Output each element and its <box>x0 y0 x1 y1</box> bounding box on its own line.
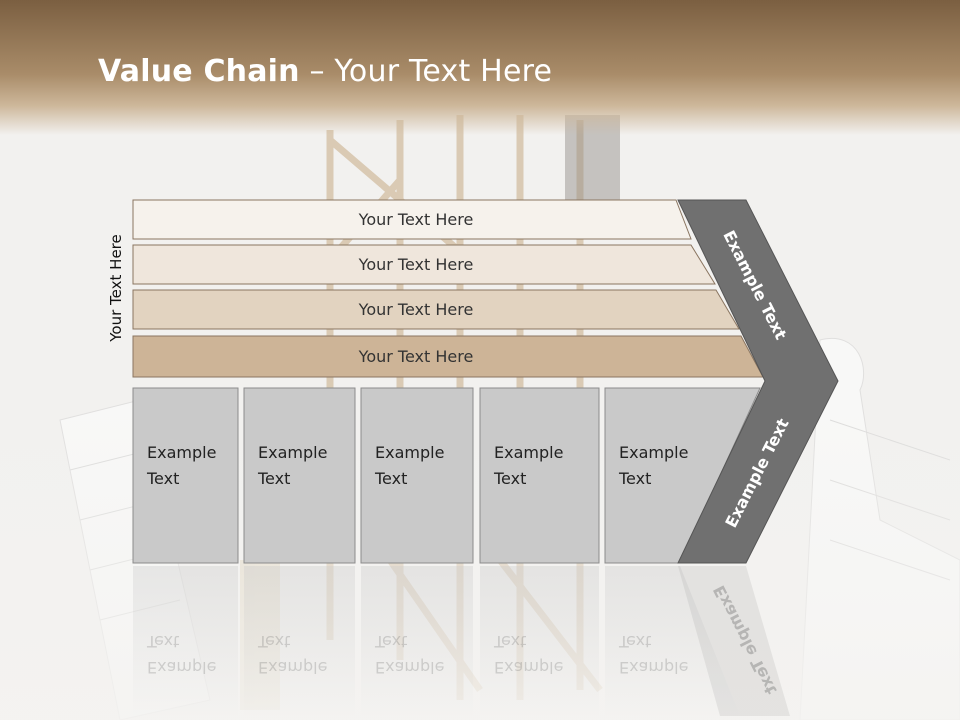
reflection-line2: Text <box>258 632 291 651</box>
activity-box-reflection <box>361 566 473 716</box>
activity-label-line2: Text <box>375 469 408 488</box>
activity-box-label-reflection: Example Text <box>258 628 327 680</box>
layer-bar-label: Your Text Here <box>358 209 474 229</box>
activity-box-label-reflection: Example Text <box>619 628 688 680</box>
reflection-line1: Example <box>619 658 689 677</box>
activity-label-line2: Text <box>147 469 180 488</box>
margin-chevron <box>677 199 839 564</box>
layer-bar-label: Your Text Here <box>358 254 474 274</box>
reflection-line1: Example <box>494 658 564 677</box>
activity-label-line2: Text <box>258 469 291 488</box>
activity-box-2 <box>243 387 356 564</box>
reflection-line1: Example <box>147 658 217 677</box>
margin-chevron-reflection <box>678 566 790 716</box>
reflection-line1: Example <box>375 658 445 677</box>
reflection-line2: Text <box>619 632 652 651</box>
activity-box-label-reflection: Example Text <box>147 628 216 680</box>
reflection-line2: Text <box>375 632 408 651</box>
activity-box-label-reflection: Example Text <box>494 628 563 680</box>
activity-label-line1: Example <box>258 443 328 462</box>
layer-bar-label: Your Text Here <box>358 299 474 319</box>
activity-label-line1: Example <box>147 443 217 462</box>
reflection-line1: Example <box>258 658 328 677</box>
activity-label-line2: Text <box>619 469 652 488</box>
activity-label-line2: Text <box>494 469 527 488</box>
activity-label-line1: Example <box>619 443 689 462</box>
activity-box-reflection <box>133 566 238 716</box>
activity-box-reflection <box>244 566 355 716</box>
slide-title: Value Chain – Your Text Here <box>98 54 552 89</box>
chevron-upper-label: Example Text <box>719 227 791 343</box>
layer-bar-3 <box>132 289 740 330</box>
reflection-line2: Text <box>494 632 527 651</box>
title-rest: – Your Text Here <box>299 54 553 89</box>
reflection-line2: Text <box>147 632 180 651</box>
activity-label-line1: Example <box>375 443 445 462</box>
activity-box-reflection <box>480 566 599 716</box>
activity-box-label-reflection: Example Text <box>375 628 444 680</box>
layer-bar-label: Your Text Here <box>358 346 474 366</box>
activity-label-line1: Example <box>494 443 564 462</box>
activity-box-4 <box>479 387 600 564</box>
layer-bar-1 <box>132 199 692 240</box>
title-bold: Value Chain <box>98 54 300 89</box>
layer-bar-2 <box>132 244 716 285</box>
activity-box-1 <box>132 387 239 564</box>
activity-box-3 <box>360 387 474 564</box>
activity-box-reflection <box>605 566 740 716</box>
header-band <box>0 0 960 135</box>
chevron-label-reflection: Example Text <box>709 582 781 698</box>
chevron-lower-label: Example Text <box>721 415 793 531</box>
